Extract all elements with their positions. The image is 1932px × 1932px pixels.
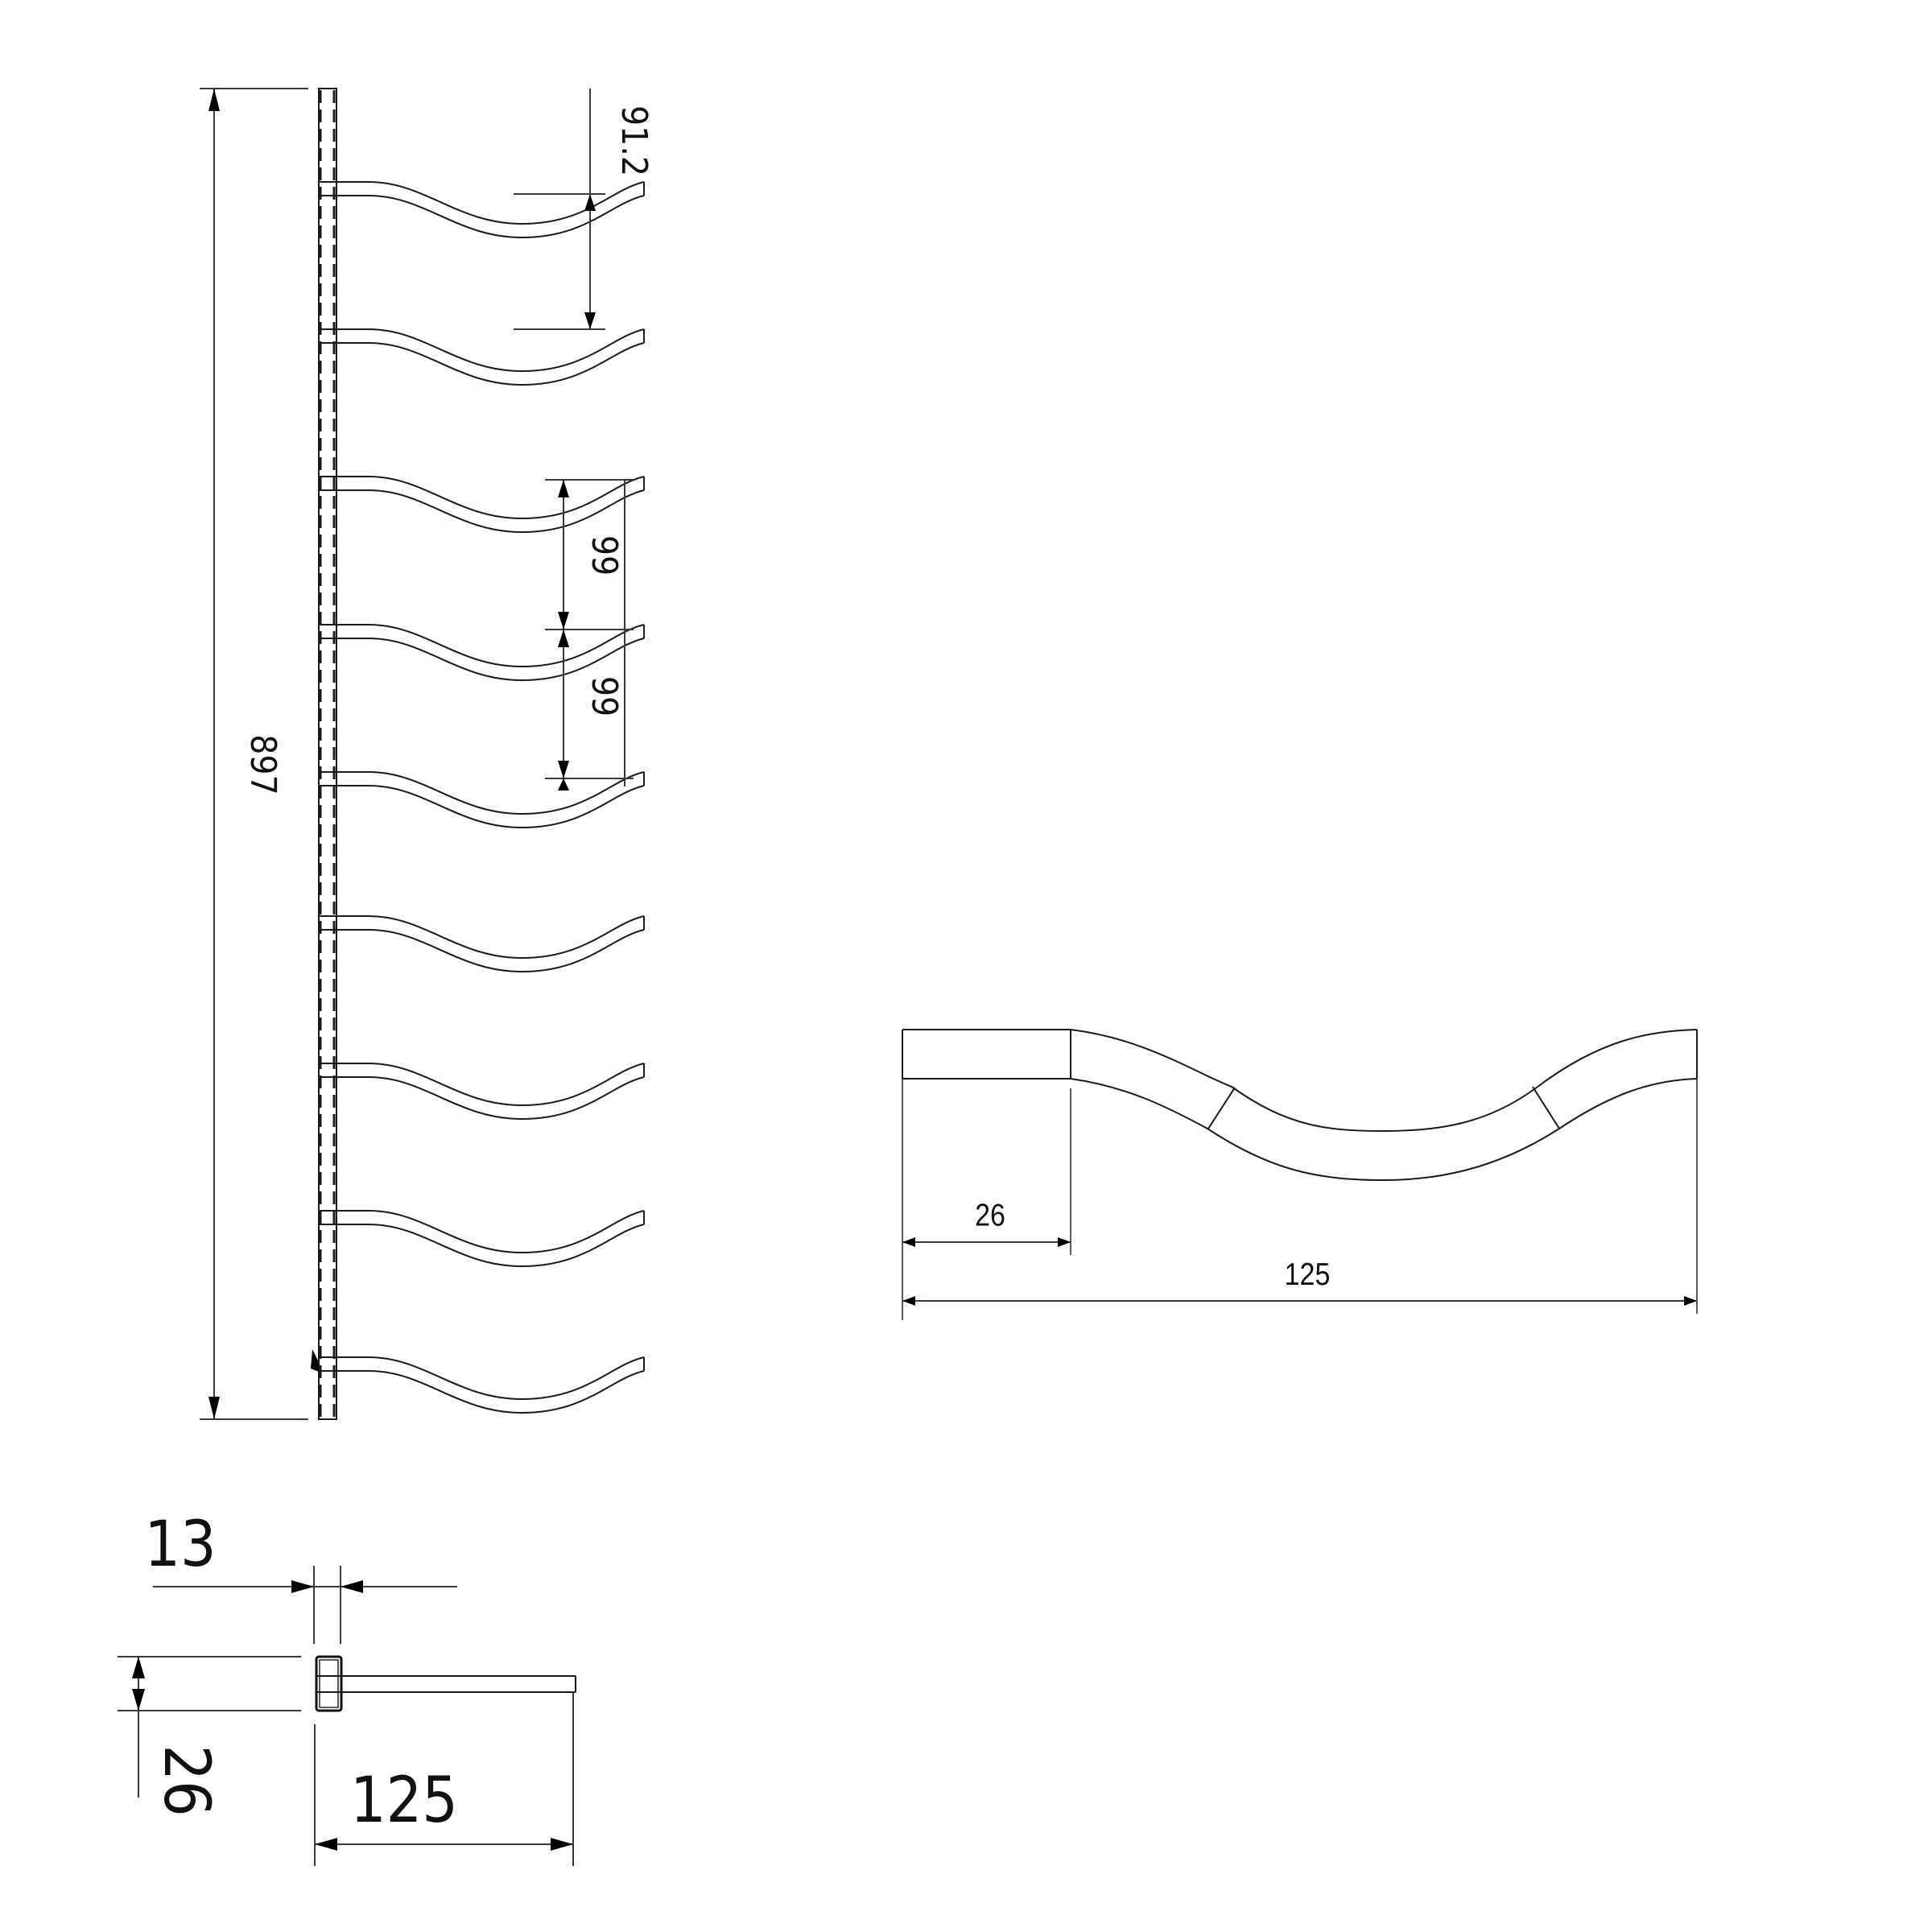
arrow-down-icon [208,1397,220,1419]
dimension-label-26-detail: 26 [975,1197,1005,1232]
dimension-label-26: 26 [150,1744,222,1816]
hook-7 [318,1063,645,1120]
dimension-label-897: 897 [242,734,283,795]
hook-3 [318,476,645,533]
arrow-up-icon [132,1657,145,1678]
dimension-bar-width: 13 [144,1509,457,1644]
dimension-label-91-2: 91.2 [613,105,654,176]
hook-4 [318,624,645,681]
hook-8 [318,1210,645,1267]
dimension-top-offset: 91.2 [514,89,654,330]
dimension-label-125: 125 [350,1765,458,1837]
arrow-left-icon [902,1296,915,1306]
dimension-label-99-lower: 99 [584,676,625,716]
dimension-total-length: 125 [902,1079,1698,1314]
section-view: 13 26 125 [118,1509,576,1866]
arrow-right-icon [551,1838,573,1851]
small-marker-icon [311,1349,319,1372]
arrow-right-icon [291,1580,314,1593]
hook-6 [318,915,645,972]
arrow-down-icon [558,612,569,630]
arrow-up-icon [558,778,569,791]
dimension-overall-height: 897 [200,88,308,1420]
dimension-straight-length: 26 [902,1079,1071,1320]
arrow-up-icon [208,89,220,111]
hook-9 [318,1356,645,1414]
arrow-up-icon [558,630,569,647]
arrow-right-icon [1684,1296,1697,1306]
hook-5 [318,771,645,828]
dimension-bar-depth: 26 [118,1656,301,1817]
arrow-up-icon [558,480,569,497]
arrow-left-icon [341,1580,363,1593]
arrow-down-icon [132,1689,145,1711]
arrow-left-icon [902,1237,915,1247]
dimension-hook-pitch: 99 99 [545,479,634,791]
hook-detail-view: 26 125 [902,1029,1698,1320]
arrow-down-icon [558,761,569,778]
front-view: 897 91.2 99 99 [200,88,654,1420]
arrow-right-icon [1058,1237,1071,1247]
arrow-down-icon [584,312,596,329]
dimension-label-125-detail: 125 [1285,1257,1331,1292]
hook-2 [318,328,645,386]
dimension-label-13: 13 [144,1509,216,1581]
mounting-bar [318,88,337,1420]
hooks [311,181,645,1414]
arrow-left-icon [315,1838,337,1851]
arrow-up-icon [584,194,596,211]
dimension-label-99-upper: 99 [584,535,625,576]
dimension-hook-projection: 125 [314,1692,574,1866]
